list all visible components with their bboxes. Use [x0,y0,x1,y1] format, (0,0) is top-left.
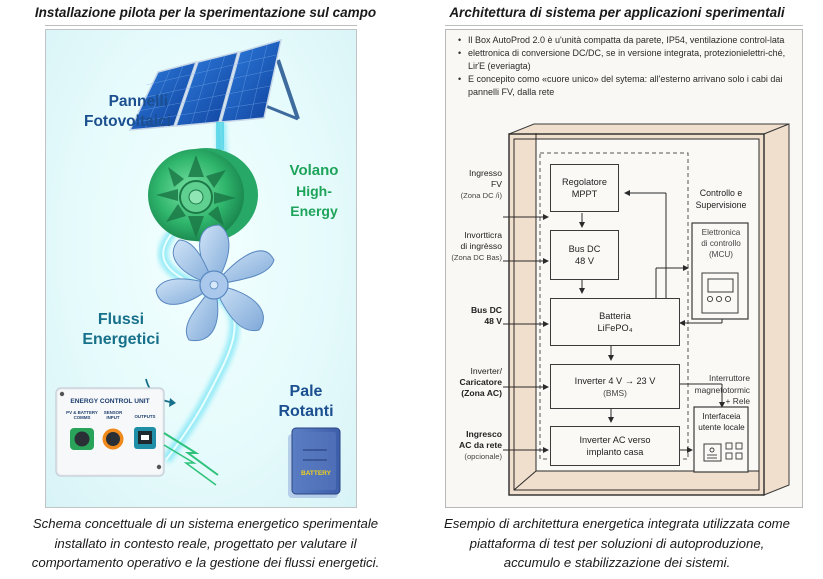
mcu-box [691,222,749,320]
block-label: Batteria [599,311,631,321]
input-label-line: FV [491,179,502,189]
block-label: MPPT [571,189,598,199]
ac-inverter-block: Inverter AC verso implanto casa [550,426,680,466]
caption-line: installato in contesto reale, progettato… [54,535,357,551]
input-label-zone: (Zona DC Bas) [451,253,502,262]
mcu-label: Elettronica di controllo (MCU) [693,227,749,260]
input-label-line: Inverter/ [470,366,502,376]
mcu-label-line: Elettronica [701,228,741,237]
control-unit-port-label: PV & BATTERY COMMS [66,410,98,420]
right-title-rule [445,25,803,26]
breaker-relay-label: Interruttore magnetotormic + Rele [674,373,750,408]
breaker-label-line: + Rele [725,396,750,406]
local-ui-label: Interfaceia utente locale [694,411,749,433]
input-label-zone: (Zona DC /i) [460,191,502,200]
battery-text: BATTERY [301,470,331,477]
bullet-item: E concepito como «cuore unico» del sytem… [458,73,798,98]
input-label-line: di ingrèsso [460,241,502,251]
control-supervision-heading: Controllo e Supervisione [690,188,752,211]
ui-label-line: Interfaceia [702,412,741,421]
breaker-label-line: magnetotormic [694,384,750,395]
input-label-line: Bus DC [470,305,502,315]
mcu-label-line: di controllo [701,239,741,248]
control-unit-title: ENERGY CONTROL UNIT [70,398,150,405]
input-label-grid: Ingresco AC da rete (opcionale) [446,429,502,462]
input-label-line: Ingresso [469,168,502,178]
flywheel-label-line2: High-Energy [290,183,338,219]
input-label-line: Invortticra [464,230,502,240]
input-label-input-inverter: Invortticra di ingrèsso (Zona DC Bas) [446,230,502,263]
block-label: Regolatore [562,177,607,187]
rotating-blades-label: Pale [289,383,323,400]
inverter-bms-block: Inverter 4 V → 23 V (BMS) [550,364,680,409]
bullet-item: elettronica di conversione DC/DC, se in … [458,47,798,72]
rotating-blades-icon [155,224,275,342]
flywheel-icon [148,148,258,242]
input-label-zone: (Zona AC) [461,388,502,398]
heading-line: Supervisione [695,199,747,210]
pv-panels-label-line2: Fotovoltaici [84,113,171,130]
solar-panel-array [128,38,300,150]
pv-panels-label: Pannelli [108,93,168,110]
pilot-installation-illustration: Pannelli Fotovoltaici Volano High-Energy… [45,29,357,508]
block-label: LiFePO₄ [597,323,633,333]
description-bullets: Il Box AutoProd 2.0 è u'unità compatta d… [458,34,798,99]
caption-line: accumulo e stabilizzazione dei sistemi. [503,555,731,570]
dc-bus-block: Bus DC 48 V [550,230,619,280]
bullet-item: Il Box AutoProd 2.0 è u'unità compatta d… [458,34,798,47]
block-label: Inverter AC verso [579,435,651,445]
energy-control-unit-icon [55,387,219,486]
input-label-line: Caricatore [459,377,502,387]
caption-line: piattaforma di test per soluzioni di aut… [469,535,765,551]
energy-flows-label: Flussi [97,311,145,328]
input-label-charger: Inverter/ Caricatore (Zona AC) [446,366,502,399]
caption-line: Esempio di architettura energetica integ… [444,516,790,531]
caption-line: comportamento operativo e la gestione de… [31,555,380,570]
left-figure-title: Installazione pilota per la sperimentazi… [34,5,377,20]
right-figure-title: Architettura di sistema per applicazioni… [449,5,785,20]
control-unit-port-label: SENSOR INPUT [103,410,123,420]
flywheel-label: Volano [289,162,339,179]
control-unit-port-label: OUTPUTS [134,414,156,419]
mcu-label-line: (MCU) [708,250,734,259]
local-ui-box [693,406,749,473]
left-figure-caption: Schema concettuale di un sistema energet… [0,514,411,573]
right-figure-caption: Esempio di architettura energetica integ… [411,514,823,573]
breaker-label-line: Interruttore [709,373,750,383]
input-label-zone: (opcionale) [464,452,502,461]
ui-label-line: utente locale [698,423,745,432]
battery-icon [288,427,341,498]
system-architecture-diagram: Il Box AutoProd 2.0 è u'unità compatta d… [445,29,803,508]
energy-flows-label-line2: Energetici [82,331,160,348]
block-label: Inverter 4 V → 23 V [574,375,656,386]
block-label: implanto casa [586,447,644,457]
battery-block: Batteria LiFePO₄ [550,298,680,346]
block-label: (BMS) [603,387,627,398]
input-label-line: 48 V [484,316,502,326]
heading-line: Controllo e [699,188,743,198]
input-label-line: Ingresco [466,429,502,439]
input-label-line: AC da rete [459,440,502,450]
caption-line: Schema concettuale di un sistema energet… [32,516,379,531]
rotating-blades-label-line2: Rotanti [278,403,334,420]
block-label: Bus DC [568,244,601,254]
mppt-regulator-block: Regolatore MPPT [550,164,619,212]
left-title-rule [45,25,357,26]
block-label: 48 V [575,256,594,266]
input-label-busdc: Bus DC 48 V [446,305,502,327]
input-label-pv: Ingresso FV (Zona DC /i) [446,168,502,201]
